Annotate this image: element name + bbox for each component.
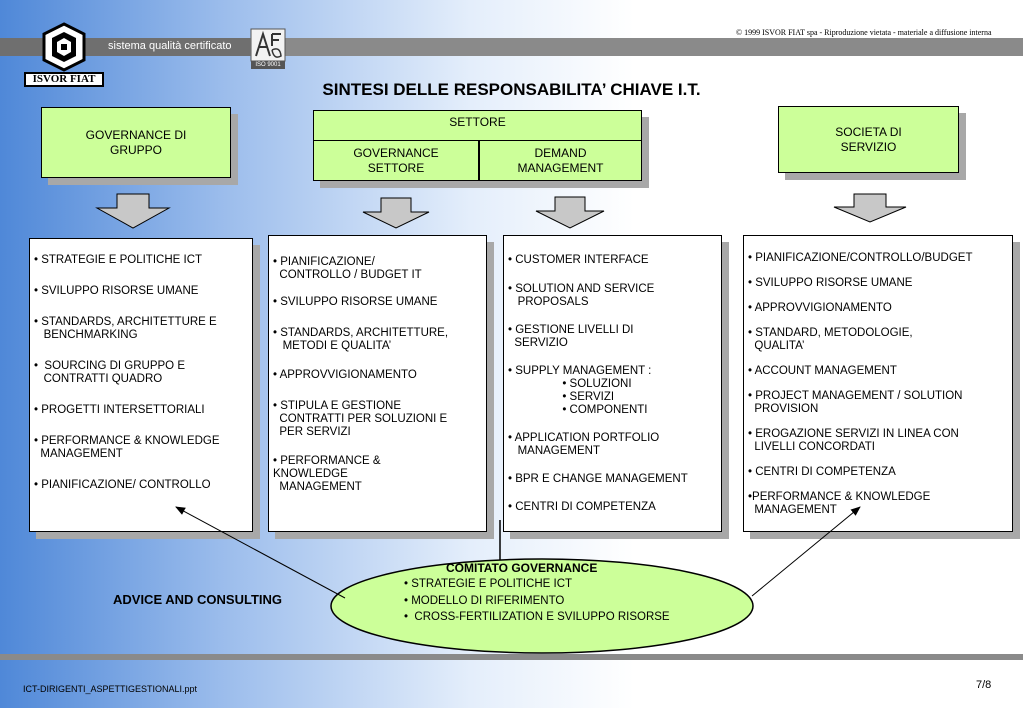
advice-arrow-right xyxy=(751,506,861,597)
demand-management-panel: • CUSTOMER INTERFACE • SOLUTION AND SERV… xyxy=(503,235,722,532)
copyright-notice: © 1999 ISVOR FIAT spa - Riproduzione vie… xyxy=(736,28,992,37)
comitato-governance-list: • STRATEGIE E POLITICHE ICT • MODELLO DI… xyxy=(404,576,670,626)
slide-title: SINTESI DELLE RESPONSABILITA’ CHIAVE I.T… xyxy=(322,80,701,99)
list-item: • STIPULA E GESTIONE CONTRATTI PER SOLUZ… xyxy=(273,400,448,438)
governance-settore-line2: SETTORE xyxy=(367,161,425,175)
list-item: • SVILUPPO RISORSE UMANE xyxy=(273,296,438,308)
list-item: • STRATEGIE E POLITICHE ICT xyxy=(404,578,573,590)
list-item: • PIANIFICAZIONE/CONTROLLO/BUDGET xyxy=(748,252,973,264)
list-item: • PROJECT MANAGEMENT / SOLUTION PROVISIO… xyxy=(748,390,963,415)
demand-management-line1: DEMAND xyxy=(534,146,587,160)
page-number: 7/8 xyxy=(976,679,992,691)
list-item: • BPR E CHANGE MANAGEMENT xyxy=(508,473,688,485)
settore-divider xyxy=(478,141,480,181)
comitato-governance-ellipse xyxy=(330,558,754,654)
comitato-governance-title: COMITATO GOVERNANCE xyxy=(446,561,598,575)
settore-box: SETTORE GOVERNANCE SETTORE DEMAND MANAGE… xyxy=(313,110,642,181)
iso-9001-label: ISO 9001 xyxy=(255,62,281,68)
demand-management-line2: MANAGEMENT xyxy=(517,161,604,175)
list-item: • SUPPLY MANAGEMENT : • SOLUZIONI • SERV… xyxy=(508,365,652,416)
settore-header: SETTORE xyxy=(314,111,641,141)
down-arrow-icon xyxy=(833,193,907,223)
list-item: • STANDARDS, ARCHITETTURE, METODI E QUAL… xyxy=(273,327,449,352)
list-item: • EROGAZIONE SERVIZI IN LINEA CON LIVELL… xyxy=(748,428,959,453)
list-item: • CUSTOMER INTERFACE xyxy=(508,254,649,266)
advice-consulting-label: ADVICE AND CONSULTING xyxy=(113,592,282,607)
list-item: • ACCOUNT MANAGEMENT xyxy=(748,365,897,377)
list-item: • STRATEGIE E POLITICHE ICT xyxy=(34,254,203,266)
footer-bar xyxy=(0,654,1023,660)
quality-tagline: sistema qualità certificato xyxy=(108,40,232,52)
list-item: • PERFORMANCE & KNOWLEDGE MANAGEMENT xyxy=(34,435,220,460)
list-item: • SOURCING DI GRUPPO E CONTRATTI QUADRO xyxy=(34,360,185,385)
down-arrow-icon xyxy=(535,196,605,229)
societa-servizio-box: SOCIETA DI SERVIZIO xyxy=(778,106,959,173)
societa-servizio-panel: • PIANIFICAZIONE/CONTROLLO/BUDGET • SVIL… xyxy=(743,235,1013,532)
governance-gruppo-line1: GOVERNANCE DI xyxy=(85,127,187,142)
list-item: • STANDARDS, ARCHITETTURE E BENCHMARKING xyxy=(34,316,217,341)
list-item: • MODELLO DI RIFERIMENTO xyxy=(404,594,565,607)
list-item: • SVILUPPO RISORSE UMANE xyxy=(748,277,913,289)
list-item: • APPROVVIGIONAMENTO xyxy=(748,302,892,314)
list-item: • PIANIFICAZIONE/ CONTROLLO / BUDGET IT xyxy=(273,256,422,281)
governance-settore-line1: GOVERNANCE xyxy=(353,146,439,160)
societa-servizio-line1: SOCIETA DI xyxy=(835,124,902,139)
list-item: •PERFORMANCE & KNOWLEDGE MANAGEMENT xyxy=(748,491,931,516)
list-item: • SOLUTION AND SERVICE PROPOSALS xyxy=(508,283,655,308)
down-arrow-icon xyxy=(362,197,430,229)
governance-settore-cell: GOVERNANCE SETTORE xyxy=(314,141,478,181)
footer-filename: ICT-DIRIGENTI_ASPETTIGESTIONALI.ppt xyxy=(23,684,198,694)
governance-gruppo-line2: GRUPPO xyxy=(109,142,162,157)
isvor-fiat-wordmark: ISVOR FIAT xyxy=(24,72,104,87)
governance-settore-panel: • PIANIFICAZIONE/ CONTROLLO / BUDGET IT … xyxy=(268,235,487,532)
list-item: • APPROVVIGIONAMENTO xyxy=(273,369,417,381)
isvor-fiat-logo xyxy=(24,22,104,90)
governance-gruppo-panel: • STRATEGIE E POLITICHE ICT • SVILUPPO R… xyxy=(29,238,253,532)
advice-arrow-left xyxy=(175,506,346,599)
list-item: • SVILUPPO RISORSE UMANE xyxy=(34,285,199,297)
iso-certification-logo xyxy=(250,28,286,70)
list-item: • CENTRI DI COMPETENZA xyxy=(508,501,656,513)
list-item: • STANDARD, METODOLOGIE, QUALITA’ xyxy=(748,327,913,352)
demand-management-cell: DEMAND MANAGEMENT xyxy=(480,141,641,181)
list-item: • GESTIONE LIVELLI DI SERVIZIO xyxy=(508,324,634,349)
list-item: • PIANIFICAZIONE/ CONTROLLO xyxy=(34,479,211,491)
list-item: • APPLICATION PORTFOLIO MANAGEMENT xyxy=(508,432,660,457)
isvor-fiat-logo-icon xyxy=(42,22,86,72)
list-item: • CENTRI DI COMPETENZA xyxy=(748,466,896,478)
societa-servizio-line2: SERVIZIO xyxy=(840,139,897,154)
governance-gruppo-box: GOVERNANCE DI GRUPPO xyxy=(41,107,231,178)
list-item: • PROGETTI INTERSETTORIALI xyxy=(34,404,205,416)
list-item: • PERFORMANCE & KNOWLEDGE MANAGEMENT xyxy=(273,455,381,493)
down-arrow-icon xyxy=(95,193,171,229)
list-item: • CROSS-FERTILIZATION E SVILUPPO RISORSE xyxy=(404,611,670,623)
